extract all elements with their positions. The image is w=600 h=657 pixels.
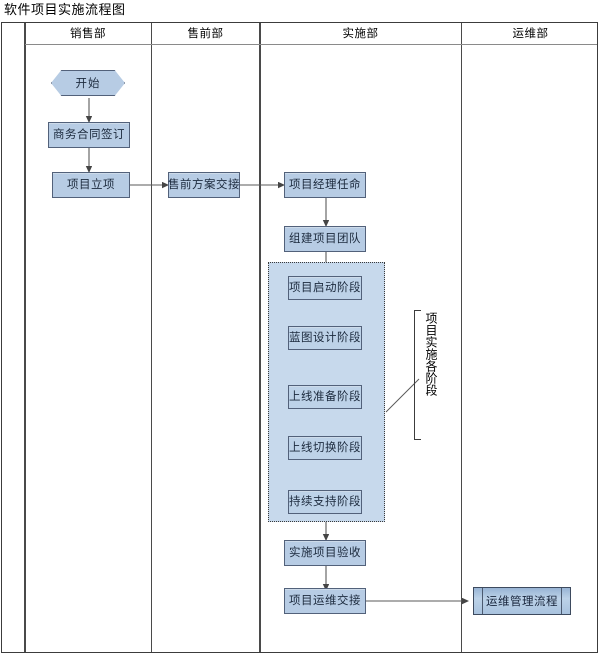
node-phase-blueprint[interactable]: 蓝图设计阶段 (288, 326, 362, 350)
annotation-leader-line (385, 378, 420, 413)
node-phase-kickoff[interactable]: 项目启动阶段 (288, 276, 362, 300)
predefined-process-right-bar (561, 588, 562, 614)
lane-divider-presales (259, 23, 261, 652)
phase-annotation: 项目实施各阶段 (414, 310, 448, 440)
start-node-wrapper: 开始 (51, 70, 127, 98)
node-phase-golive-switch[interactable]: 上线切换阶段 (288, 436, 362, 460)
node-presales-handover[interactable]: 售前方案交接 (168, 172, 240, 198)
lane-header-presales: 售前部 (187, 28, 224, 40)
lane-header-implementation: 实施部 (342, 28, 379, 40)
node-phase-golive-prep[interactable]: 上线准备阶段 (288, 385, 362, 409)
lane-divider-implementation (461, 23, 462, 652)
node-team-formation[interactable]: 组建项目团队 (284, 226, 366, 252)
node-project-acceptance[interactable]: 实施项目验收 (284, 540, 366, 566)
node-ops-handover[interactable]: 项目运维交接 (284, 588, 366, 614)
node-start[interactable]: 开始 (51, 70, 125, 96)
node-ops-management-process[interactable]: 运维管理流程 (473, 587, 571, 615)
lane-divider-sales (151, 23, 152, 652)
annotation-bracket (414, 310, 421, 440)
lane-divider-spacer (24, 23, 26, 652)
page-title: 软件项目实施流程图 (4, 2, 126, 17)
node-pm-appointment[interactable]: 项目经理任命 (284, 172, 366, 198)
node-phase-continuous-support[interactable]: 持续支持阶段 (288, 490, 362, 514)
node-project-initiation[interactable]: 项目立项 (52, 172, 130, 198)
header-separator (25, 44, 597, 45)
predefined-process-left-bar (482, 588, 483, 614)
node-contract-signing[interactable]: 商务合同签订 (48, 122, 130, 148)
lane-header-operations: 运维部 (512, 28, 549, 40)
node-ops-management-process-label: 运维管理流程 (486, 596, 558, 608)
lane-header-sales: 销售部 (70, 28, 106, 40)
annotation-label: 项目实施各阶段 (424, 312, 438, 396)
